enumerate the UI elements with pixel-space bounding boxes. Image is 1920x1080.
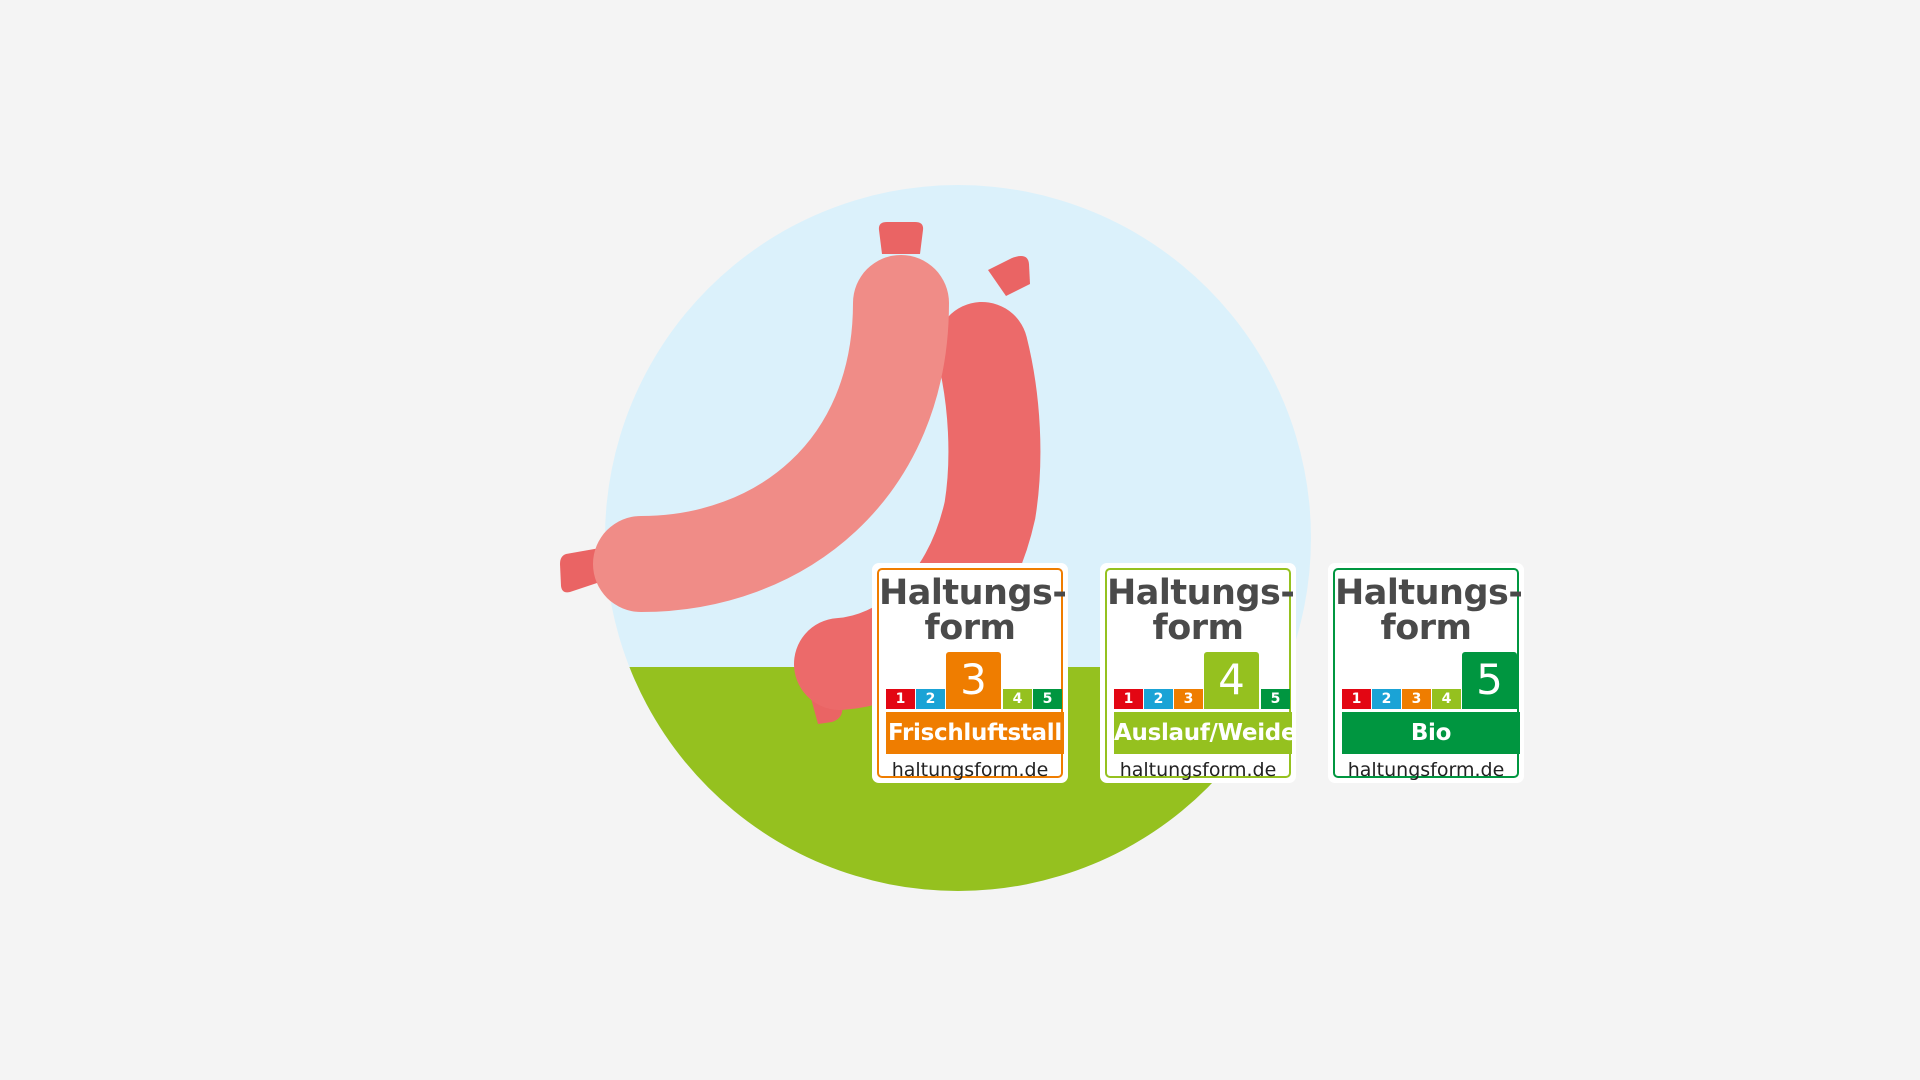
level-name-band: Auslauf/Weide (1114, 712, 1297, 754)
back-sausage-top-tie (988, 256, 1030, 296)
active-level-box: 4 (1204, 652, 1259, 709)
level-name-band: Bio (1342, 712, 1520, 754)
label-title: Haltungs-form (879, 573, 1067, 648)
scale-cell-3: 3 (1402, 689, 1431, 709)
scale-cell-4: 4 (1003, 689, 1032, 709)
website-text: haltungsform.de (891, 759, 1049, 781)
front-sausage (560, 222, 949, 612)
label-title: Haltungs-form (1107, 573, 1295, 648)
label-title-line-2: form (924, 608, 1016, 648)
active-level-box: 3 (946, 652, 1001, 709)
website-text: haltungsform.de (1347, 759, 1505, 781)
label-title-line-1: Haltungs- (1107, 573, 1295, 613)
front-sausage-left-tie (560, 548, 600, 593)
scale-cell-5: 5 (1033, 689, 1062, 709)
scale-cell-2: 2 (1144, 689, 1173, 709)
scale-cell-2: 2 (916, 689, 945, 709)
front-sausage-top-tie (878, 222, 924, 254)
active-level-box: 5 (1462, 652, 1517, 709)
website-text: haltungsform.de (1119, 759, 1277, 781)
scale-cell-2: 2 (1372, 689, 1401, 709)
label-title-line-2: form (1380, 608, 1472, 648)
scale-cell-1: 1 (886, 689, 915, 709)
front-sausage-body (593, 255, 949, 612)
label-title-line-1: Haltungs- (1335, 573, 1523, 613)
label-title-line-1: Haltungs- (879, 573, 1067, 613)
scale-cell-4: 4 (1432, 689, 1461, 709)
scale-cell-1: 1 (1342, 689, 1371, 709)
scale-cell-5: 5 (1261, 689, 1290, 709)
scale-cell-3: 3 (1174, 689, 1203, 709)
level-name-band: Frischluftstall (886, 712, 1064, 754)
scale-cell-1: 1 (1114, 689, 1143, 709)
label-title: Haltungs-form (1335, 573, 1523, 648)
label-title-line-2: form (1152, 608, 1244, 648)
